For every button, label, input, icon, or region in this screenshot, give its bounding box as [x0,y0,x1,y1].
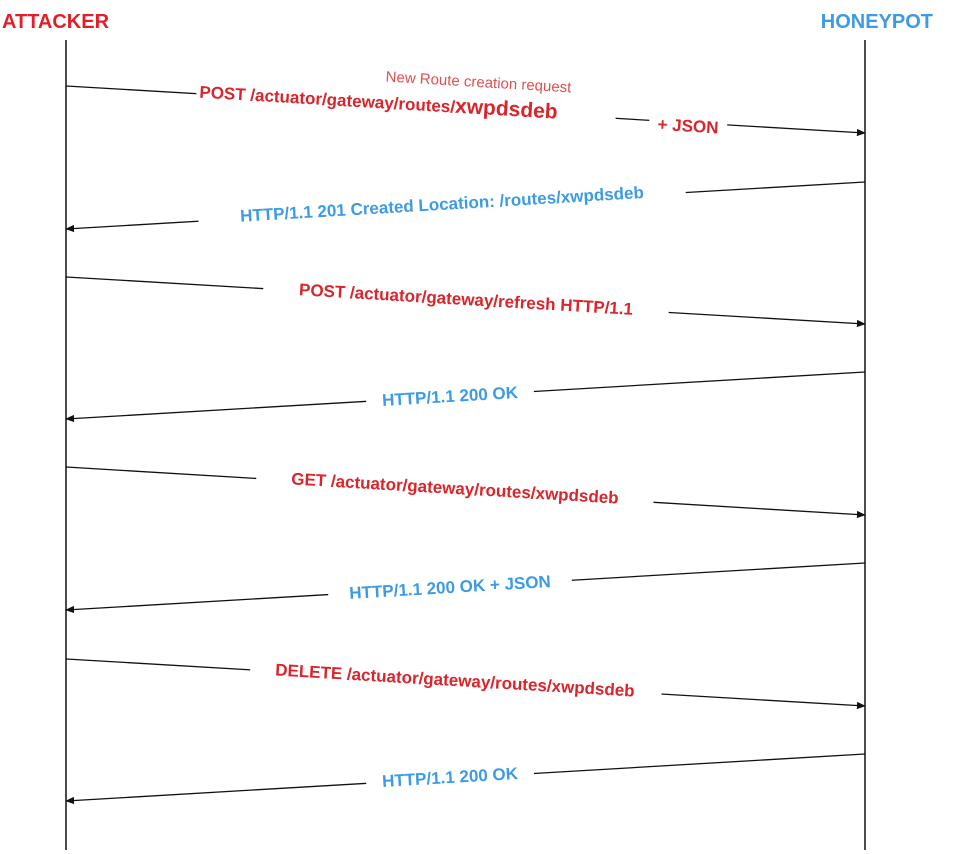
message-2-label: HTTP/1.1 201 Created Location: /routes/x… [240,183,645,226]
honeypot-actor-label: HONEYPOT [821,11,933,33]
message-5: GET /actuator/gateway/routes/xwpdsdeb [65,463,866,519]
message-4: HTTP/1.1 200 OK [65,371,866,423]
message-7-label: DELETE /actuator/gateway/routes/xwpdsdeb [275,660,635,700]
message-8: HTTP/1.1 200 OK [65,753,866,805]
message-1-suffix: + JSON [657,115,719,138]
message-3: POST /actuator/gateway/refresh HTTP/1.1 [65,274,866,328]
message-7: DELETE /actuator/gateway/routes/xwpdsdeb [65,654,866,710]
message-2: HTTP/1.1 201 Created Location: /routes/x… [65,176,866,233]
message-1: New Route creation request POST /actuato… [65,69,866,140]
attacker-actor-label: ATTACKER [2,11,110,33]
message-6: HTTP/1.1 200 OK + JSON [65,562,866,614]
